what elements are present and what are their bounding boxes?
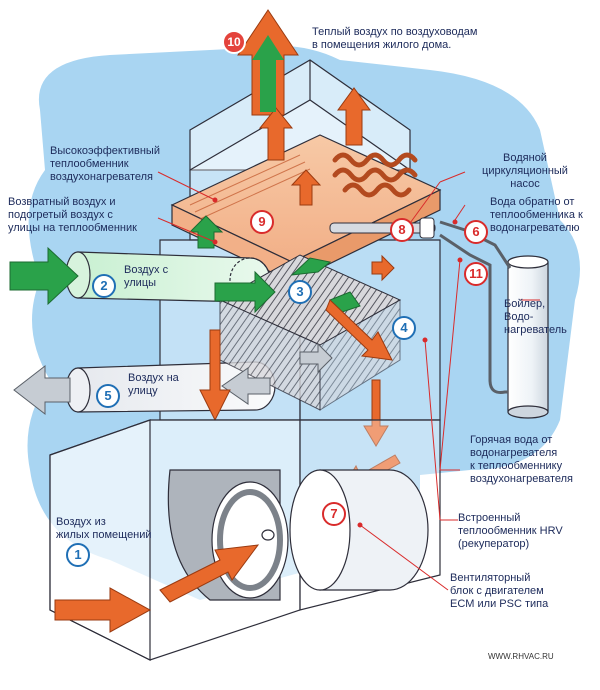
label-outside-air-in: Воздух с улицы bbox=[124, 264, 169, 289]
badge-6: 6 bbox=[464, 220, 488, 244]
hrv-core bbox=[218, 254, 402, 411]
badge-2: 2 bbox=[92, 274, 116, 298]
label-return-air-mixed: Возвратный воздух и подогретый воздух с … bbox=[8, 196, 137, 234]
label-hot-water: Горячая вода от водонагревателя к теплоо… bbox=[470, 434, 574, 485]
label-warm-air-out: Теплый воздух по воздуховодам в помещени… bbox=[312, 26, 478, 51]
label-exhaust-air: Воздух на улицу bbox=[128, 372, 179, 397]
exhaust-arrows bbox=[13, 342, 333, 416]
fan-motor-cylinder bbox=[289, 469, 429, 591]
label-air-coil: Высокоэффективный теплообменник воздухон… bbox=[50, 145, 160, 183]
badge-5: 5 bbox=[96, 384, 120, 408]
boiler-tank bbox=[507, 255, 549, 419]
badge-10: 10 bbox=[222, 30, 246, 54]
badge-11: 11 bbox=[464, 262, 488, 286]
label-water-pump: Водяной циркуляционный насос bbox=[482, 152, 568, 190]
badge-1: 1 bbox=[66, 543, 90, 567]
label-boiler: Бойлер, Водо- нагреватель bbox=[504, 298, 567, 336]
badge-7: 7 bbox=[322, 502, 346, 526]
label-hrv-core: Встроенный теплообменник HRV (рекуперато… bbox=[458, 512, 563, 550]
badge-9: 9 bbox=[250, 210, 274, 234]
blower-housing bbox=[167, 469, 289, 601]
website-credit: WWW.RHVAC.RU bbox=[488, 652, 554, 661]
badge-3: 3 bbox=[288, 280, 312, 304]
label-fan-unit: Вентиляторный блок с двигателем ECM или … bbox=[450, 572, 549, 610]
label-water-return: Вода обратно от теплообменника к водонаг… bbox=[490, 196, 583, 234]
room-air-arrows bbox=[54, 544, 260, 633]
badge-8: 8 bbox=[390, 218, 414, 242]
badge-4: 4 bbox=[392, 316, 416, 340]
label-room-air: Воздух из жилых помещений bbox=[56, 516, 152, 541]
green-inner-arrow bbox=[252, 35, 284, 112]
